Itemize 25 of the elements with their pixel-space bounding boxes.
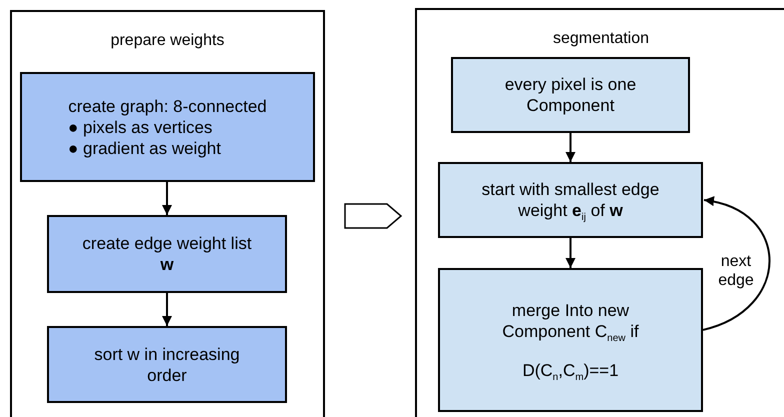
block-arrow [344,203,402,229]
panel-title: prepare weights [110,32,226,50]
box-text: merge Into new Component C$_{new}$ if [501,300,640,342]
box-text: every pixel is one Component [504,74,638,116]
arrow [566,133,576,162]
group-panel [415,8,784,417]
box-text: create graph: 8-connected [68,96,267,116]
arrow [702,197,770,331]
process-box [47,326,287,403]
panel-title: segmentation [552,30,650,48]
process-box [438,268,703,412]
bullet-item: ● pixels as vertices [67,116,214,138]
box-text: create edge weight list w [81,233,253,275]
process-box [20,72,315,182]
process-box [438,162,703,238]
process-box [451,57,690,133]
box-text: start with smallest edge weight e$_{ij}$ of w [480,179,660,221]
group-panel [10,10,325,417]
box-text: D(C$_{n}$,C$_{m}$)==1 [522,360,619,380]
arrow [566,238,576,268]
process-box [47,215,287,293]
arrow [162,293,172,326]
arrow [162,182,172,215]
box-text: sort w in increasing order [93,344,241,386]
bullet-item: ● gradient as weight [67,138,222,158]
